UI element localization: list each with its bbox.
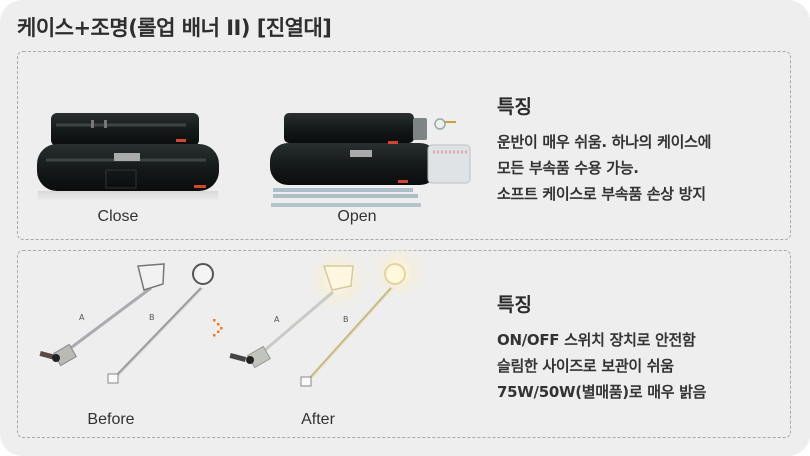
closed-bag-case-image (37, 113, 219, 201)
section-case-panel (17, 51, 791, 240)
caption-before: Before (87, 411, 135, 428)
feature-line: 소프트 케이스로 부속품 손상 방지 (497, 185, 706, 203)
svg-text:A: A (274, 315, 280, 324)
caption-open: Open (337, 208, 377, 225)
feature-line: 모든 부속품 수용 가능. (497, 159, 639, 177)
dotted-arrow-right-icon (213, 319, 223, 337)
svg-text:B: B (149, 313, 155, 322)
feature-heading: 특징 (497, 294, 532, 316)
page-title: 케이스+조명(롤업 배너 II) [진열대] (17, 16, 332, 40)
feature-line: ON/OFF 스위치 장치로 안전함 (497, 331, 696, 349)
feature-line: 운반이 매우 쉬움. 하나의 케이스에 (497, 133, 712, 151)
svg-text:A: A (79, 313, 85, 322)
open-bag-case-image (270, 113, 471, 207)
caption-after: After (301, 411, 335, 428)
lamps-off-image: A B (39, 263, 214, 384)
feature-heading: 특징 (497, 96, 532, 118)
feature-line: 슬림한 사이즈로 보관이 쉬움 (497, 357, 674, 375)
caption-close: Close (97, 208, 139, 225)
lamps-on-image: A B (229, 242, 428, 387)
svg-text:B: B (343, 315, 349, 324)
feature-line: 75W/50W(별매품)로 매우 밝음 (497, 383, 707, 401)
